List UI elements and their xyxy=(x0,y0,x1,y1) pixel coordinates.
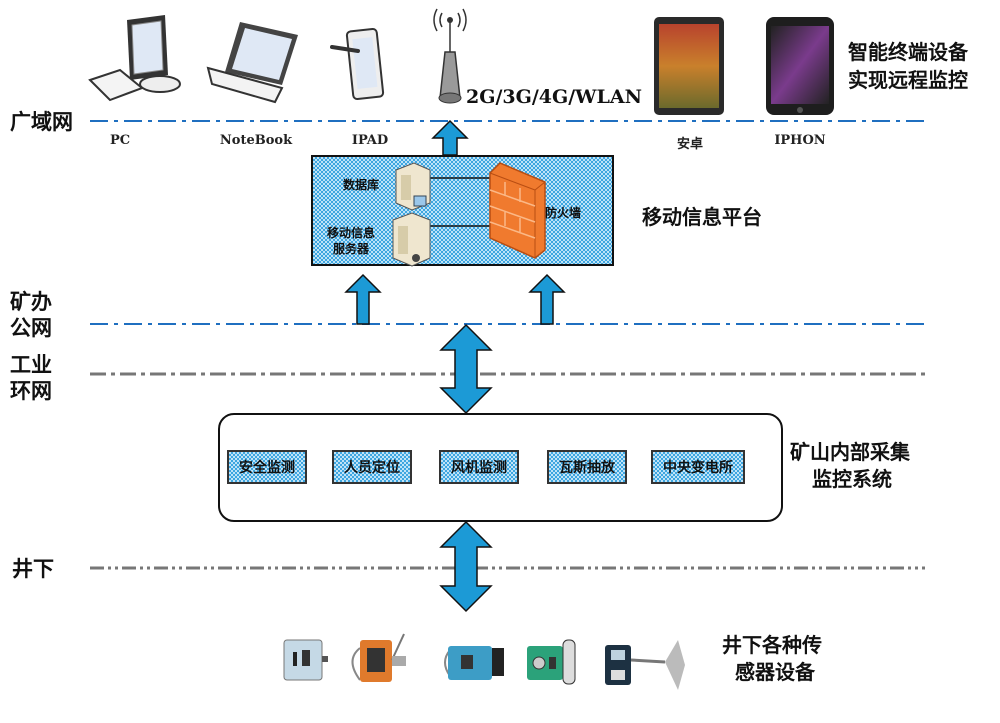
zone-label-underground: 井下 xyxy=(12,556,54,581)
database-label: 数据库 xyxy=(343,178,380,192)
sensor-blue-icon xyxy=(444,646,504,680)
subsystem-safety-monitoring[interactable]: 安全监测 xyxy=(227,450,307,484)
laptop-icon xyxy=(206,22,298,104)
wireless-label: 2G/3G/4G/WLAN xyxy=(466,86,642,108)
sensor-green-icon xyxy=(527,639,576,685)
server-label-2: 服务器 xyxy=(333,242,370,256)
platform-title: 移动信息平台 xyxy=(642,205,762,229)
arrow-up-to-wan xyxy=(431,119,469,156)
zone-label-industrial-1: 工业 xyxy=(10,352,52,377)
terminal-label-pc: PC xyxy=(109,133,131,148)
sensor-title-1: 井下各种传 xyxy=(722,633,822,657)
zone-label-wan: 广域网 xyxy=(10,109,73,134)
sensor-dark-icon xyxy=(605,640,685,690)
zone-label-industrial-2: 环网 xyxy=(10,378,52,403)
smart-terminal-caption-2: 实现远程监控 xyxy=(848,68,968,92)
server-label-1: 移动信息 xyxy=(327,226,376,240)
tablet-with-stylus-icon xyxy=(330,28,385,100)
android-tablet-icon xyxy=(654,17,724,115)
smart-terminal-caption-1: 智能终端设备 xyxy=(848,40,968,64)
mobile-info-platform xyxy=(311,155,614,266)
mine-system-title-1: 矿山内部采集 xyxy=(790,440,910,464)
desktop-computer-icon xyxy=(88,15,181,102)
sensor-gray-icon xyxy=(283,639,328,681)
zone-label-office-1: 矿办 xyxy=(10,289,52,314)
terminal-label-android: 安卓 xyxy=(676,137,703,152)
subsystem-central-substation[interactable]: 中央变电所 xyxy=(651,450,745,484)
iphone-icon xyxy=(766,17,834,115)
arrow-up-left xyxy=(344,273,382,325)
double-arrow-upper xyxy=(439,323,493,415)
double-arrow-lower xyxy=(439,520,493,613)
sensor-orange-icon xyxy=(351,633,406,682)
sensor-title-2: 感器设备 xyxy=(735,660,815,684)
subsystem-gas-drainage[interactable]: 瓦斯抽放 xyxy=(547,450,627,484)
terminal-label-ipad: IPAD xyxy=(351,133,389,148)
mine-system-title-2: 监控系统 xyxy=(812,467,892,491)
subsystem-personnel-positioning[interactable]: 人员定位 xyxy=(332,450,412,484)
subsystem-fan-monitoring[interactable]: 风机监测 xyxy=(439,450,519,484)
terminal-label-notebook: NoteBook xyxy=(219,133,293,148)
terminal-label-iphone: IPHON xyxy=(774,133,826,148)
zone-label-office-2: 公网 xyxy=(10,315,52,340)
firewall-label: 防火墙 xyxy=(545,206,582,220)
wireless-antenna-icon xyxy=(433,8,467,104)
arrow-up-right xyxy=(528,273,566,325)
